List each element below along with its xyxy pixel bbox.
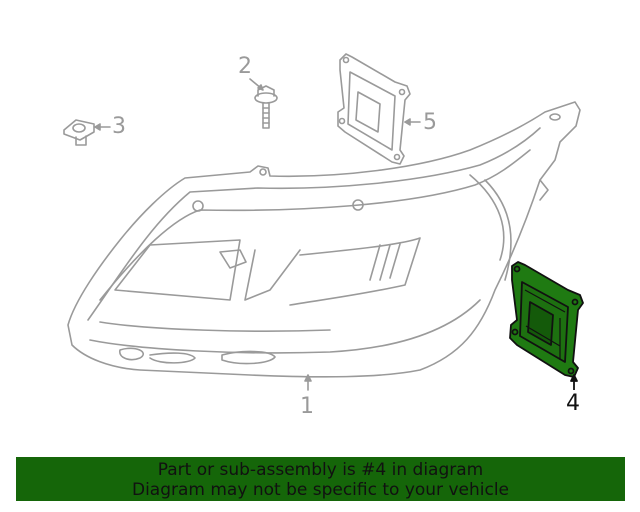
callout-2[interactable]: 2	[238, 54, 252, 79]
callout-4[interactable]: 4	[566, 391, 580, 416]
banner-line-part-number: Part or sub-assembly is #4 in diagram	[157, 460, 484, 480]
highlight-notice-banner: Part or sub-assembly is #4 in diagram Di…	[16, 457, 625, 501]
bolt	[249, 78, 278, 129]
callout-3[interactable]: 3	[112, 114, 126, 139]
clip-nut	[63, 119, 111, 146]
module-bracket-4-highlighted	[509, 261, 584, 390]
headlamp-assembly	[67, 101, 581, 391]
banner-line-disclaimer: Diagram may not be specific to your vehi…	[131, 480, 509, 500]
module-bracket-5	[337, 53, 421, 165]
callout-1[interactable]: 1	[300, 394, 314, 419]
callout-5[interactable]: 5	[423, 110, 437, 135]
